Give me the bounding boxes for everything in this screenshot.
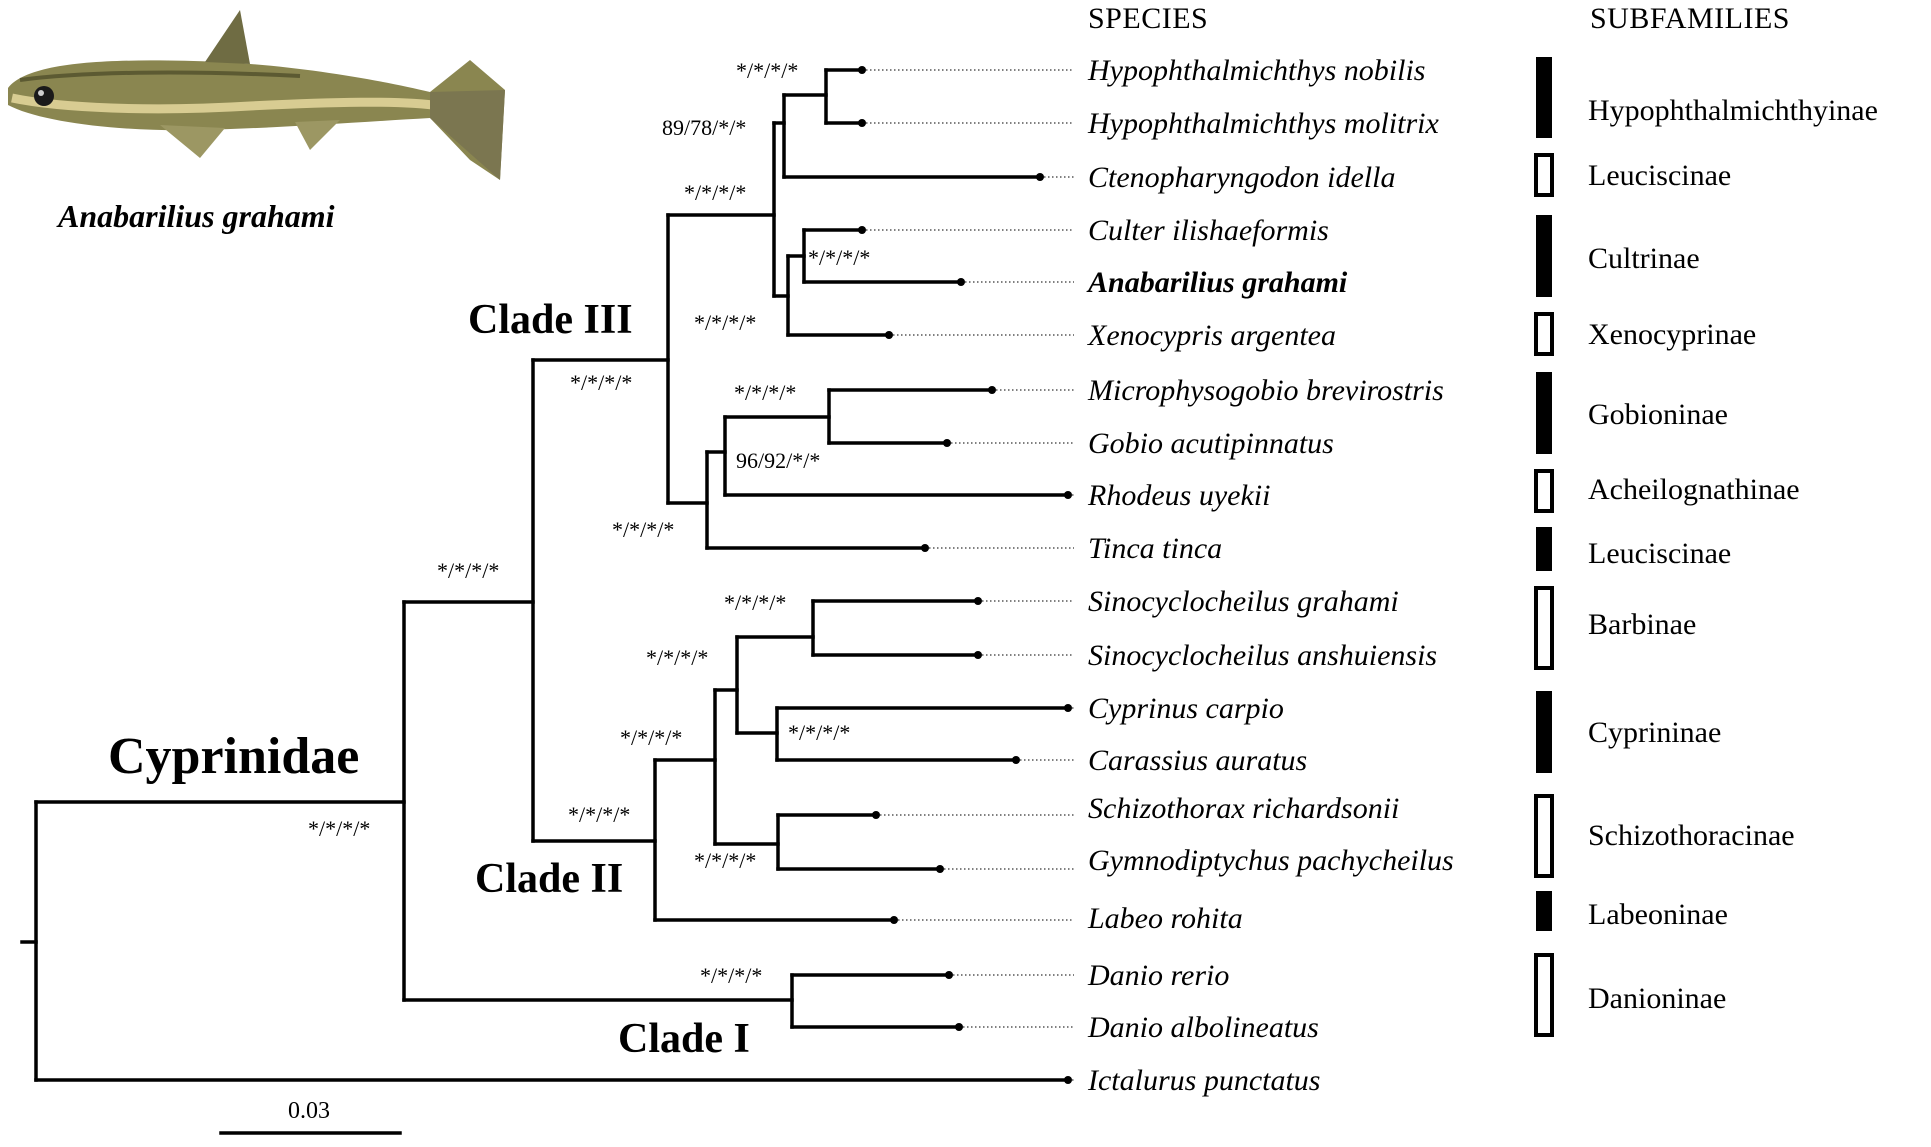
subfamily-bars	[1534, 57, 1554, 1037]
species-label-highlighted: Anabarilius grahami	[1086, 266, 1348, 299]
support-value: 96/92/*/*	[736, 448, 820, 473]
tip-node	[936, 865, 944, 873]
tip-node	[858, 119, 866, 127]
tip-node	[858, 66, 866, 74]
species-label: Hypophthalmichthys nobilis	[1087, 54, 1425, 87]
subfamily-bar	[1536, 215, 1552, 297]
cyprinidae-label: Cyprinidae	[108, 728, 359, 785]
subfamily-bar	[1536, 891, 1552, 931]
species-header: SPECIES	[1088, 2, 1208, 35]
tip-node	[1012, 756, 1020, 764]
species-label: Sinocyclocheilus anshuiensis	[1088, 639, 1437, 672]
tip-node	[885, 331, 893, 339]
subfamily-label: Cultrinae	[1588, 242, 1700, 275]
species-label: Carassius auratus	[1088, 744, 1307, 777]
support-values: */*/*/* 89/78/*/* */*/*/* */*/*/* */*/*/…	[308, 58, 870, 988]
subfamily-bar	[1536, 372, 1552, 454]
subfamily-bar	[1534, 153, 1554, 197]
support-value: */*/*/*	[808, 245, 870, 270]
species-label: Ictalurus punctatus	[1087, 1064, 1321, 1097]
species-label: Rhodeus uyekii	[1087, 479, 1270, 512]
species-label: Xenocypris argentea	[1087, 319, 1336, 352]
species-label: Gobio acutipinnatus	[1088, 427, 1334, 460]
support-value: */*/*/*	[568, 802, 630, 827]
species-label: Danio rerio	[1087, 959, 1229, 992]
subfamily-bar	[1534, 953, 1554, 1037]
support-value: */*/*/*	[700, 963, 762, 988]
clade-ii-label: Clade II	[475, 856, 623, 902]
subfamily-bar	[1536, 57, 1552, 138]
support-value: */*/*/*	[724, 590, 786, 615]
tip-node	[1064, 1076, 1072, 1084]
species-label: Microphysogobio brevirostris	[1087, 374, 1444, 407]
species-label: Danio albolineatus	[1087, 1011, 1319, 1044]
support-value: 89/78/*/*	[662, 115, 746, 140]
tip-node	[858, 226, 866, 234]
tip-node	[921, 544, 929, 552]
subfamily-bar	[1534, 586, 1554, 670]
subfamily-label: Barbinae	[1588, 608, 1696, 641]
species-labels: Hypophthalmichthys nobilis Hypophthalmic…	[1086, 54, 1454, 1097]
tip-node	[945, 971, 953, 979]
support-value: */*/*/*	[570, 370, 632, 395]
subfamily-label: Cyprininae	[1588, 716, 1721, 749]
subfamily-label: Labeoninae	[1588, 898, 1728, 931]
subfamily-label: Gobioninae	[1588, 398, 1728, 431]
species-label: Schizothorax richardsonii	[1088, 792, 1399, 825]
subfamily-bar	[1536, 527, 1552, 571]
support-value: */*/*/*	[736, 58, 798, 83]
photo-caption: Anabarilius grahami	[56, 198, 335, 234]
support-value: */*/*/*	[437, 558, 499, 583]
subfamily-label: Danioninae	[1588, 982, 1726, 1015]
subfamily-label: Hypophthalmichthyinae	[1588, 94, 1878, 127]
clade-iii-label: Clade III	[468, 297, 633, 343]
subfamily-label: Leuciscinae	[1588, 537, 1731, 570]
species-label: Ctenopharyngodon idella	[1088, 161, 1395, 194]
tip-node	[974, 651, 982, 659]
tree-branches	[20, 68, 1070, 1082]
species-label: Culter ilishaeformis	[1088, 214, 1329, 247]
support-value: */*/*/*	[788, 720, 850, 745]
subfamily-bar	[1536, 691, 1552, 773]
support-value: */*/*/*	[684, 180, 746, 205]
subfamily-label: Xenocyprinae	[1588, 318, 1756, 351]
species-label: Hypophthalmichthys molitrix	[1087, 107, 1439, 140]
fish-photo	[8, 10, 505, 180]
scale-label: 0.03	[288, 1098, 330, 1124]
support-value: */*/*/*	[694, 310, 756, 335]
subfamily-bar	[1534, 312, 1554, 356]
subfamily-label: Schizothoracinae	[1588, 819, 1795, 852]
tip-node	[988, 386, 996, 394]
tip-node	[890, 916, 898, 924]
subfamily-labels: Hypophthalmichthyinae Leuciscinae Cultri…	[1588, 94, 1878, 1015]
tip-node	[974, 597, 982, 605]
tip-node	[943, 439, 951, 447]
clade-i-label: Clade I	[618, 1016, 750, 1062]
species-label: Sinocyclocheilus grahami	[1088, 585, 1399, 618]
subfamily-label: Leuciscinae	[1588, 159, 1731, 192]
subfamilies-header: SUBFAMILIES	[1590, 2, 1790, 35]
support-value: */*/*/*	[620, 725, 682, 750]
subfamily-bar	[1534, 469, 1554, 513]
tip-node	[1064, 491, 1072, 499]
species-label: Labeo rohita	[1087, 902, 1243, 935]
species-label: Cyprinus carpio	[1088, 692, 1284, 725]
support-value: */*/*/*	[308, 816, 370, 841]
support-value: */*/*/*	[694, 848, 756, 873]
species-label: Gymnodiptychus pachycheilus	[1088, 844, 1454, 877]
tip-node	[957, 278, 965, 286]
subfamily-label: Acheilognathinae	[1588, 473, 1800, 506]
species-label: Tinca tinca	[1088, 532, 1222, 565]
tip-node	[955, 1023, 963, 1031]
support-value: */*/*/*	[646, 645, 708, 670]
support-value: */*/*/*	[734, 380, 796, 405]
support-value: */*/*/*	[612, 517, 674, 542]
tip-leaders	[858, 66, 1074, 1084]
tip-node	[1064, 704, 1072, 712]
tip-node	[872, 811, 880, 819]
tip-node	[1036, 173, 1044, 181]
subfamily-bar	[1534, 794, 1554, 878]
